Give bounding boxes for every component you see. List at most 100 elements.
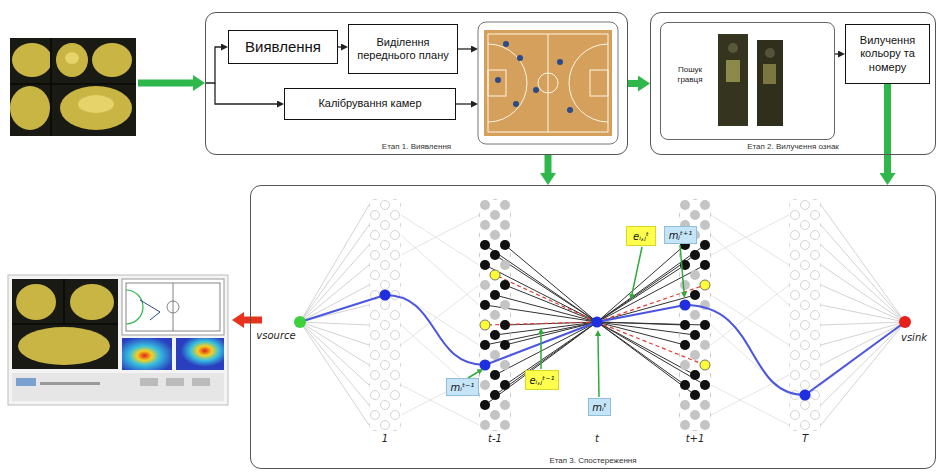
process-box: Виявлення [228,30,338,64]
graph-node [700,240,710,250]
result-camera [12,279,118,369]
input-arrow [138,80,193,87]
court-line [538,73,558,93]
graph-edge [711,215,789,425]
graph-layer [369,199,401,431]
graph-node [480,240,490,250]
court-line [548,34,549,132]
player-dot [503,41,509,47]
toolbar-button [140,378,158,386]
court-floor [484,30,612,136]
graph-label: t [582,433,612,445]
candidate-node [700,280,710,290]
leader-line [598,336,599,397]
graph-edge [485,245,705,405]
box-text: Вилучення кольору та номеру [850,34,925,74]
camera-view [70,284,114,320]
camera-grid [10,38,136,136]
player-head [728,43,738,53]
court-line [569,44,608,122]
player-dot [495,77,501,83]
toolbar [12,373,224,401]
graph-node [700,260,710,270]
source-node [294,316,306,328]
graph-node [680,380,690,390]
player-crop [757,40,783,126]
graph-node [690,330,700,340]
stage-title: Етап 2. Вилучення ознак [744,142,842,152]
wire [205,47,221,83]
track-path [300,295,905,395]
stage-panel: Етап 1. ВиявленняВиявленняВиділення пере… [205,12,628,155]
graph-label: T [790,433,820,445]
math-label: eᵢ,ⱼᵗ⁻¹ [525,370,559,390]
graph-node [480,400,490,410]
graph-node [690,390,700,400]
graph-node [480,260,490,270]
camera-view [92,43,132,77]
toolbar-slider [40,382,100,385]
track-node [592,317,603,328]
camera-views [10,38,136,136]
toolbar-button [192,378,210,386]
player-dot [513,101,519,107]
stage-panel: Етап 3. Спостереженняmᵢᵗ⁻¹eᵢ,ⱼᵗ⁻¹mᵢᵗeᵢ,ⱼ… [250,185,936,469]
leader-line [632,247,642,294]
player-dot [567,107,573,113]
player-jersey [726,60,740,82]
heatmap [122,338,172,370]
stage-title: Етап 1. Виявлення [379,142,454,152]
stage-title: Етап 3. Спостереження [546,456,639,466]
graph-layer [479,199,511,431]
graph-node [690,290,700,300]
graph-node [500,280,510,290]
math-symbol: eᵢ,ⱼᵗ [633,231,649,242]
court-line [126,283,220,331]
sink-node [899,316,911,328]
camera-view [10,86,50,130]
court-line [167,301,179,313]
graph-edge [401,215,479,425]
graph-edge [821,205,905,425]
graph-node [690,250,700,260]
trajectory [140,300,160,320]
graph-node [690,370,700,380]
math-symbol: eᵢ,ⱼᵗ⁻¹ [529,375,554,386]
player-dot [557,59,563,65]
graph-node [500,340,510,350]
stage-panel: Етап 2. Вилучення ознак Пошук гравця Вилуч… [650,12,936,155]
flow-arrow [338,46,341,47]
track-node [800,390,811,401]
process-box: Калібрування камер [284,88,456,120]
math-symbol: mᵢᵗ [592,402,606,413]
graph-node [480,300,490,310]
court-zone [126,290,143,324]
graph-label: t+1 [680,433,710,445]
court-line [590,70,608,96]
candidate-node [480,320,490,330]
graph-node [500,320,510,330]
graph-edge [300,205,369,425]
wire [215,83,277,104]
output-arrow [244,317,262,324]
graph-node [490,330,500,340]
graph-label: t-1 [480,433,510,445]
graph-label: vsource [254,330,298,342]
search-panel: Пошук гравця [660,22,835,140]
graph-node [490,390,500,400]
math-label: mᵢᵗ [588,398,611,416]
graph-node [490,290,500,300]
stage-arrow [628,80,638,87]
leader-line [680,245,684,292]
track-node [680,300,691,311]
camera-view [78,95,114,113]
player-jersey [763,64,776,84]
stage-arrow [884,84,891,173]
wire [456,103,471,104]
graph-label: 1 [370,433,400,445]
camera-view [65,52,79,64]
result-window [8,275,228,405]
box-text: Калібрування камер [318,97,421,110]
court-line [488,70,506,96]
